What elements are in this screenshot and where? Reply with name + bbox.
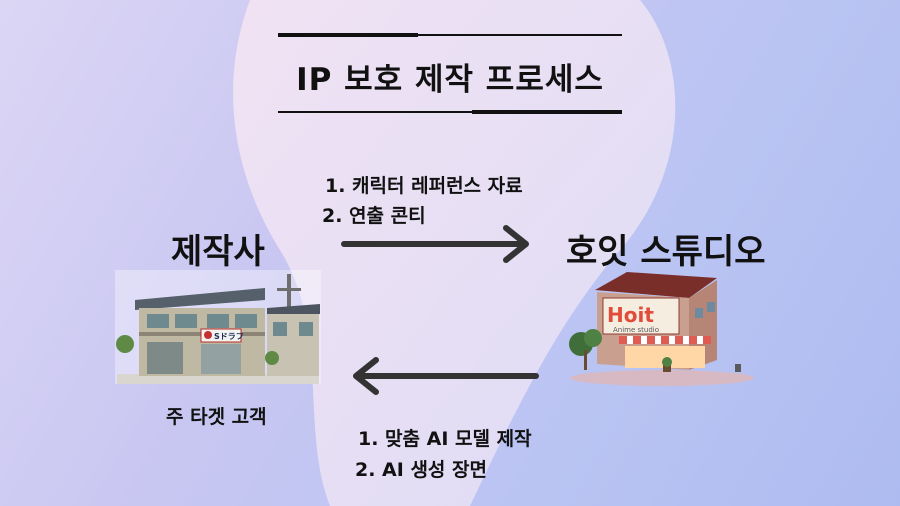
client-building-image: Sドラフ — [115, 270, 321, 384]
client-caption: 주 타겟 고객 — [166, 406, 267, 428]
studio-sign-sub: Anime studio — [613, 326, 659, 334]
title-rule-bottom — [278, 111, 622, 113]
studio-sign-main: Hoit — [607, 303, 654, 327]
to-studio-step-1: 1. 캐릭터 레퍼런스 자료 — [325, 175, 523, 197]
client-label: 제작사 — [171, 232, 265, 272]
title-rule-top — [278, 34, 622, 36]
title-rule-bottom-thick — [472, 110, 622, 114]
studio-label: 호잇 스튜디오 — [566, 232, 766, 272]
client-shop-sign: Sドラフ — [214, 332, 244, 341]
to-studio-step-2: 2. 연출 콘티 — [322, 205, 426, 227]
to-client-step-1: 1. 맞춤 AI 모델 제작 — [358, 428, 532, 450]
arrow-right — [341, 225, 529, 263]
to-client-step-2: 2. AI 생성 장면 — [355, 459, 487, 481]
studio-building-image: Hoit Anime studio — [569, 272, 753, 386]
title-rule-top-thick — [278, 33, 418, 37]
page-title: IP 보호 제작 프로세스 — [296, 62, 604, 98]
arrow-left — [353, 357, 539, 395]
